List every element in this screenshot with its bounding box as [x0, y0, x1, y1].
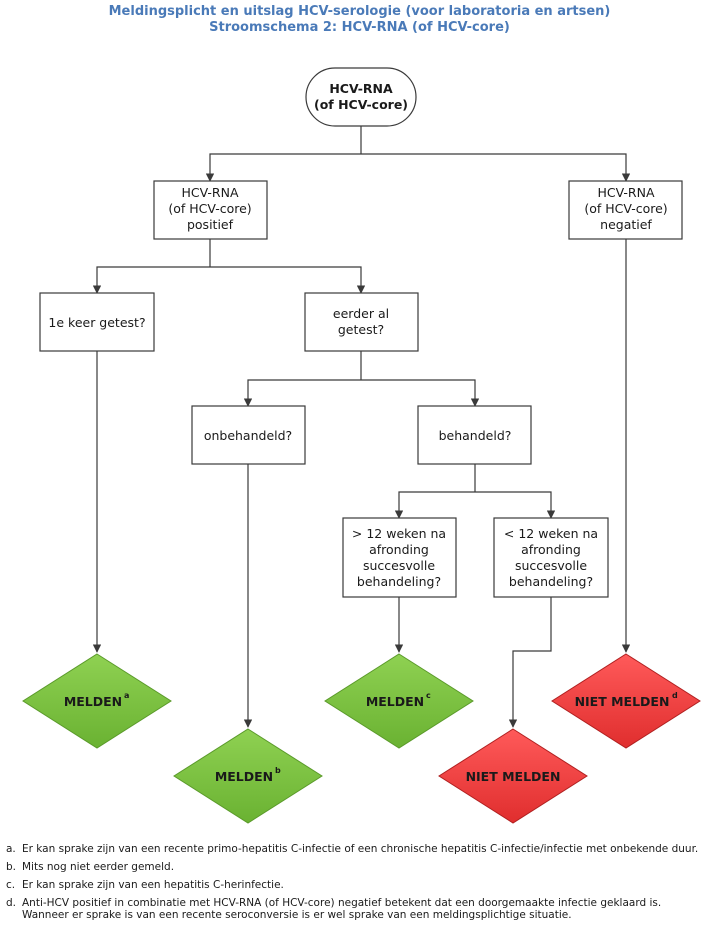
svg-text:(of HCV-core): (of HCV-core): [314, 97, 408, 112]
page-subtitle: Stroomschema 2: HCV-RNA (of HCV-core): [209, 20, 510, 35]
melden-c-sup: c: [426, 691, 431, 700]
outcome-melden-c: MELDEN c: [324, 653, 474, 749]
footnote-a: a. Er kan sprake zijn van een recente pr…: [6, 843, 716, 855]
start-line-2: (of HCV-core): [314, 97, 408, 112]
outcome-melden-a: MELDEN a: [22, 653, 172, 749]
niet-melden-d-sup: d: [672, 691, 678, 700]
footnote-letter: c.: [6, 879, 16, 891]
footnote-d-line-2: Wanneer er sprake is van een recente ser…: [22, 909, 572, 921]
untreated-line-1: onbehandeld?: [204, 428, 292, 443]
footnote-letter: d.: [6, 897, 17, 909]
niet-melden-d-label: NIET MELDEN: [575, 694, 670, 709]
negative-line-1: HCV-RNA: [597, 185, 654, 200]
first-test-box: 1e keer getest?: [39, 292, 155, 352]
outcome-niet-melden: NIET MELDEN: [438, 728, 588, 824]
connector-to-positive: [205, 153, 361, 182]
page-title: Meldingsplicht en uitslag HCV-serologie …: [108, 4, 611, 19]
outcome-melden-b: MELDEN b: [173, 728, 323, 824]
under-12-weeks-box: < 12 weken na afronding succesvolle beha…: [493, 517, 609, 598]
positive-line-3: positief: [187, 217, 234, 232]
under-12-line-3: succesvolle: [515, 558, 587, 573]
positive-box: HCV-RNA (of HCV-core) positief: [153, 180, 268, 240]
over-12-line-2: afronding: [369, 542, 429, 557]
connector-to-over-12: [394, 491, 475, 519]
footnote-b: b. Mits nog niet eerder gemeld.: [6, 861, 716, 873]
treated-line-1: behandeld?: [439, 428, 512, 443]
melden-b-label: MELDEN: [215, 769, 273, 784]
positive-line-1: HCV-RNA: [181, 185, 238, 200]
connector-to-negative: [361, 153, 631, 182]
footnote-text: Anti-HCV positief in combinatie met HCV-…: [22, 897, 716, 921]
tested-before-line-2: getest?: [338, 322, 384, 337]
untreated-box: onbehandeld?: [191, 405, 306, 465]
header: Meldingsplicht en uitslag HCV-serologie …: [0, 4, 719, 36]
connector-to-first-test: [92, 266, 210, 294]
over-12-line-3: succesvolle: [363, 558, 435, 573]
connector-to-untreated: [243, 379, 361, 407]
melden-a-label: MELDEN: [64, 694, 122, 709]
connector-to-under-12: [475, 491, 556, 519]
connector-under-12-to-niet-melden: [508, 597, 552, 728]
positive-line-2: (of HCV-core): [168, 201, 251, 216]
footnotes: a. Er kan sprake zijn van een recente pr…: [6, 843, 716, 927]
under-12-line-4: behandeling?: [509, 574, 593, 589]
connector-to-treated: [361, 379, 480, 407]
under-12-line-1: < 12 weken na: [504, 526, 598, 541]
outcome-niet-melden-d: NIET MELDEN d: [551, 653, 701, 749]
melden-a-sup: a: [124, 691, 129, 700]
footnote-d-line-1: Anti-HCV positief in combinatie met HCV-…: [22, 897, 662, 909]
under-12-line-2: afronding: [521, 542, 581, 557]
svg-text:HCV-RNA: HCV-RNA: [329, 81, 393, 96]
footnote-letter: b.: [6, 861, 17, 873]
footnote-text: Mits nog niet eerder gemeld.: [22, 861, 175, 873]
start-line-1: HCV-RNA: [329, 81, 393, 96]
over-12-line-1: > 12 weken na: [352, 526, 446, 541]
footnote-text: Er kan sprake zijn van een hepatitis C-h…: [22, 879, 284, 891]
flowchart-diagram: HCV-RNA (of HCV-core) HCV-RNA (of HCV-co…: [22, 67, 701, 824]
footnote-c: c. Er kan sprake zijn van een hepatitis …: [6, 879, 716, 891]
footnote-d: d. Anti-HCV positief in combinatie met H…: [6, 897, 716, 921]
first-test-line-1: 1e keer getest?: [48, 315, 145, 330]
over-12-weeks-box: > 12 weken na afronding succesvolle beha…: [342, 517, 457, 598]
footnote-letter: a.: [6, 843, 16, 855]
connector-to-tested-before: [210, 266, 366, 294]
niet-melden-label: NIET MELDEN: [466, 769, 561, 784]
melden-c-label: MELDEN: [366, 694, 424, 709]
footnote-text: Er kan sprake zijn van een recente primo…: [22, 843, 699, 855]
tested-before-box: eerder al getest?: [304, 292, 419, 352]
melden-b-sup: b: [275, 766, 281, 775]
start-node: HCV-RNA (of HCV-core): [305, 67, 417, 127]
connectors: [92, 126, 631, 728]
treated-box: behandeld?: [417, 405, 532, 465]
tested-before-line-1: eerder al: [333, 306, 389, 321]
negative-line-2: (of HCV-core): [584, 201, 667, 216]
negative-line-3: negatief: [600, 217, 652, 232]
negative-box: HCV-RNA (of HCV-core) negatief: [568, 180, 683, 240]
over-12-line-4: behandeling?: [357, 574, 441, 589]
